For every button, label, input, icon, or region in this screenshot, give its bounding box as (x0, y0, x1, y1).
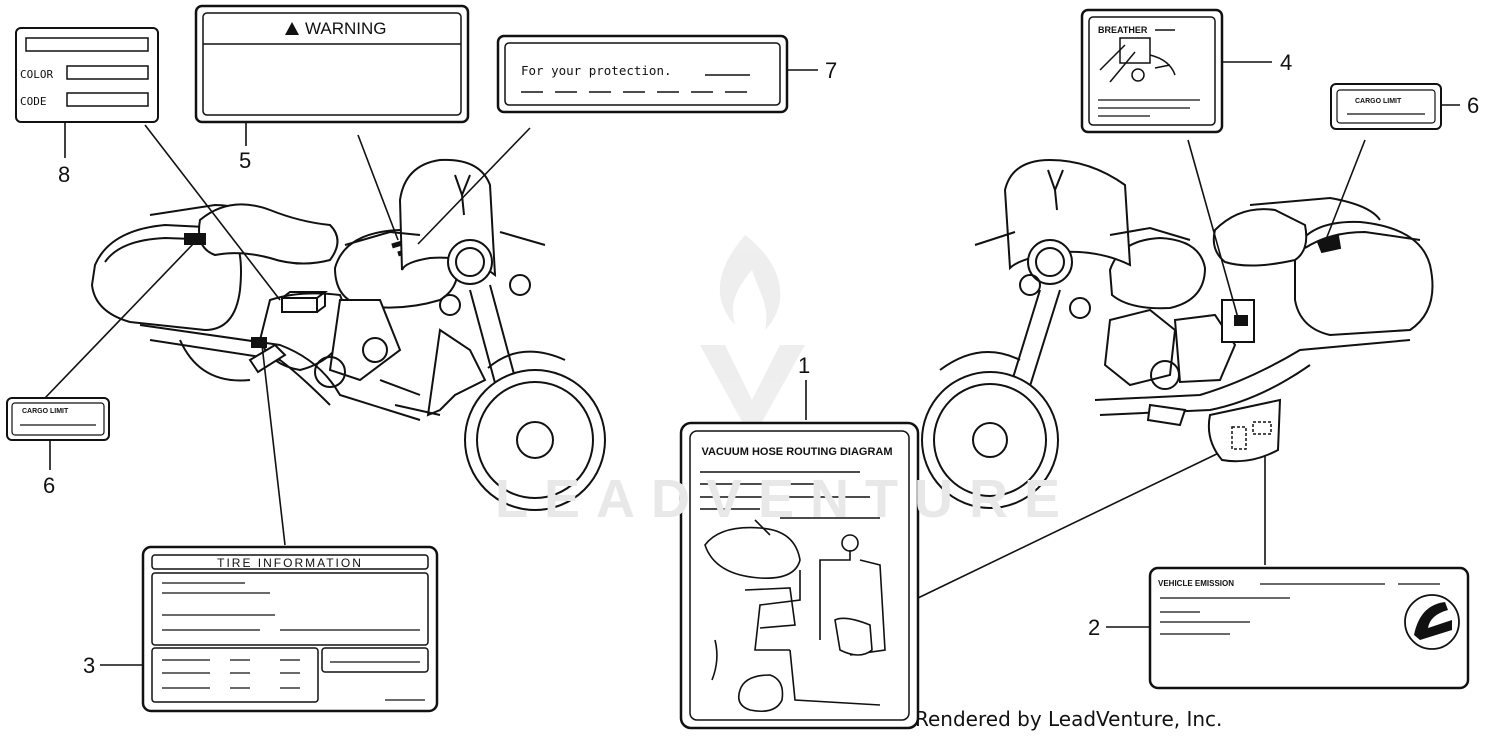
callout-numbers: 8 5 7 6 3 1 2 4 6 (43, 50, 1479, 678)
left-motorcycle (90, 158, 606, 511)
warning-label: WARNING (194, 4, 470, 124)
callout-2: 2 (1088, 615, 1100, 640)
callout-4: 4 (1280, 50, 1292, 75)
leader-lines (44, 61, 1460, 666)
tire-information-text: TIRE INFORMATION (217, 556, 363, 570)
callout-6-right: 6 (1467, 93, 1479, 118)
callout-3: 3 (83, 653, 95, 678)
breather-text: BREATHER (1098, 25, 1148, 35)
cargo-limit-text-left: CARGO LIMIT (22, 408, 69, 415)
protection-text: For your protection. (521, 63, 672, 78)
warning-text: WARNING (305, 19, 387, 38)
honda-wing-logo-icon (1404, 594, 1460, 650)
cargo-limit-label-left: CARGO LIMIT (6, 397, 110, 441)
warning-triangle-icon (285, 22, 299, 35)
color-text: COLOR (20, 68, 53, 81)
protection-label: For your protection. (496, 34, 789, 114)
callout-1: 1 (798, 353, 810, 378)
callout-8: 8 (58, 162, 70, 187)
tire-information-label: TIRE INFORMATION (141, 545, 439, 713)
footer-credit: Rendered by LeadVenture, Inc. (915, 707, 1223, 731)
vacuum-hose-label: VACUUM HOSE ROUTING DIAGRAM (679, 421, 920, 730)
vehicle-emission-label: VEHICLE EMISSION (1148, 566, 1470, 690)
hose-routing-illustration (704, 519, 886, 713)
vehicle-emission-text: VEHICLE EMISSION (1158, 579, 1234, 588)
watermark-logo (700, 235, 805, 440)
breather-hand-illustration (1099, 37, 1176, 83)
watermark-text: LEADVENTURE (495, 469, 1077, 529)
cargo-limit-text-right: CARGO LIMIT (1355, 98, 1402, 105)
emission-sticker-on-bike (1207, 398, 1282, 463)
breather-label: BREATHER (1080, 8, 1224, 134)
cargo-limit-label-right: CARGO LIMIT (1330, 83, 1442, 130)
callout-6-left: 6 (43, 473, 55, 498)
right-motorcycle (921, 158, 1434, 509)
callout-7: 7 (825, 58, 837, 83)
code-text: CODE (20, 95, 47, 108)
vacuum-hose-text: VACUUM HOSE ROUTING DIAGRAM (701, 446, 892, 458)
callout-5: 5 (239, 148, 251, 173)
color-code-label: COLOR CODE (15, 27, 159, 123)
